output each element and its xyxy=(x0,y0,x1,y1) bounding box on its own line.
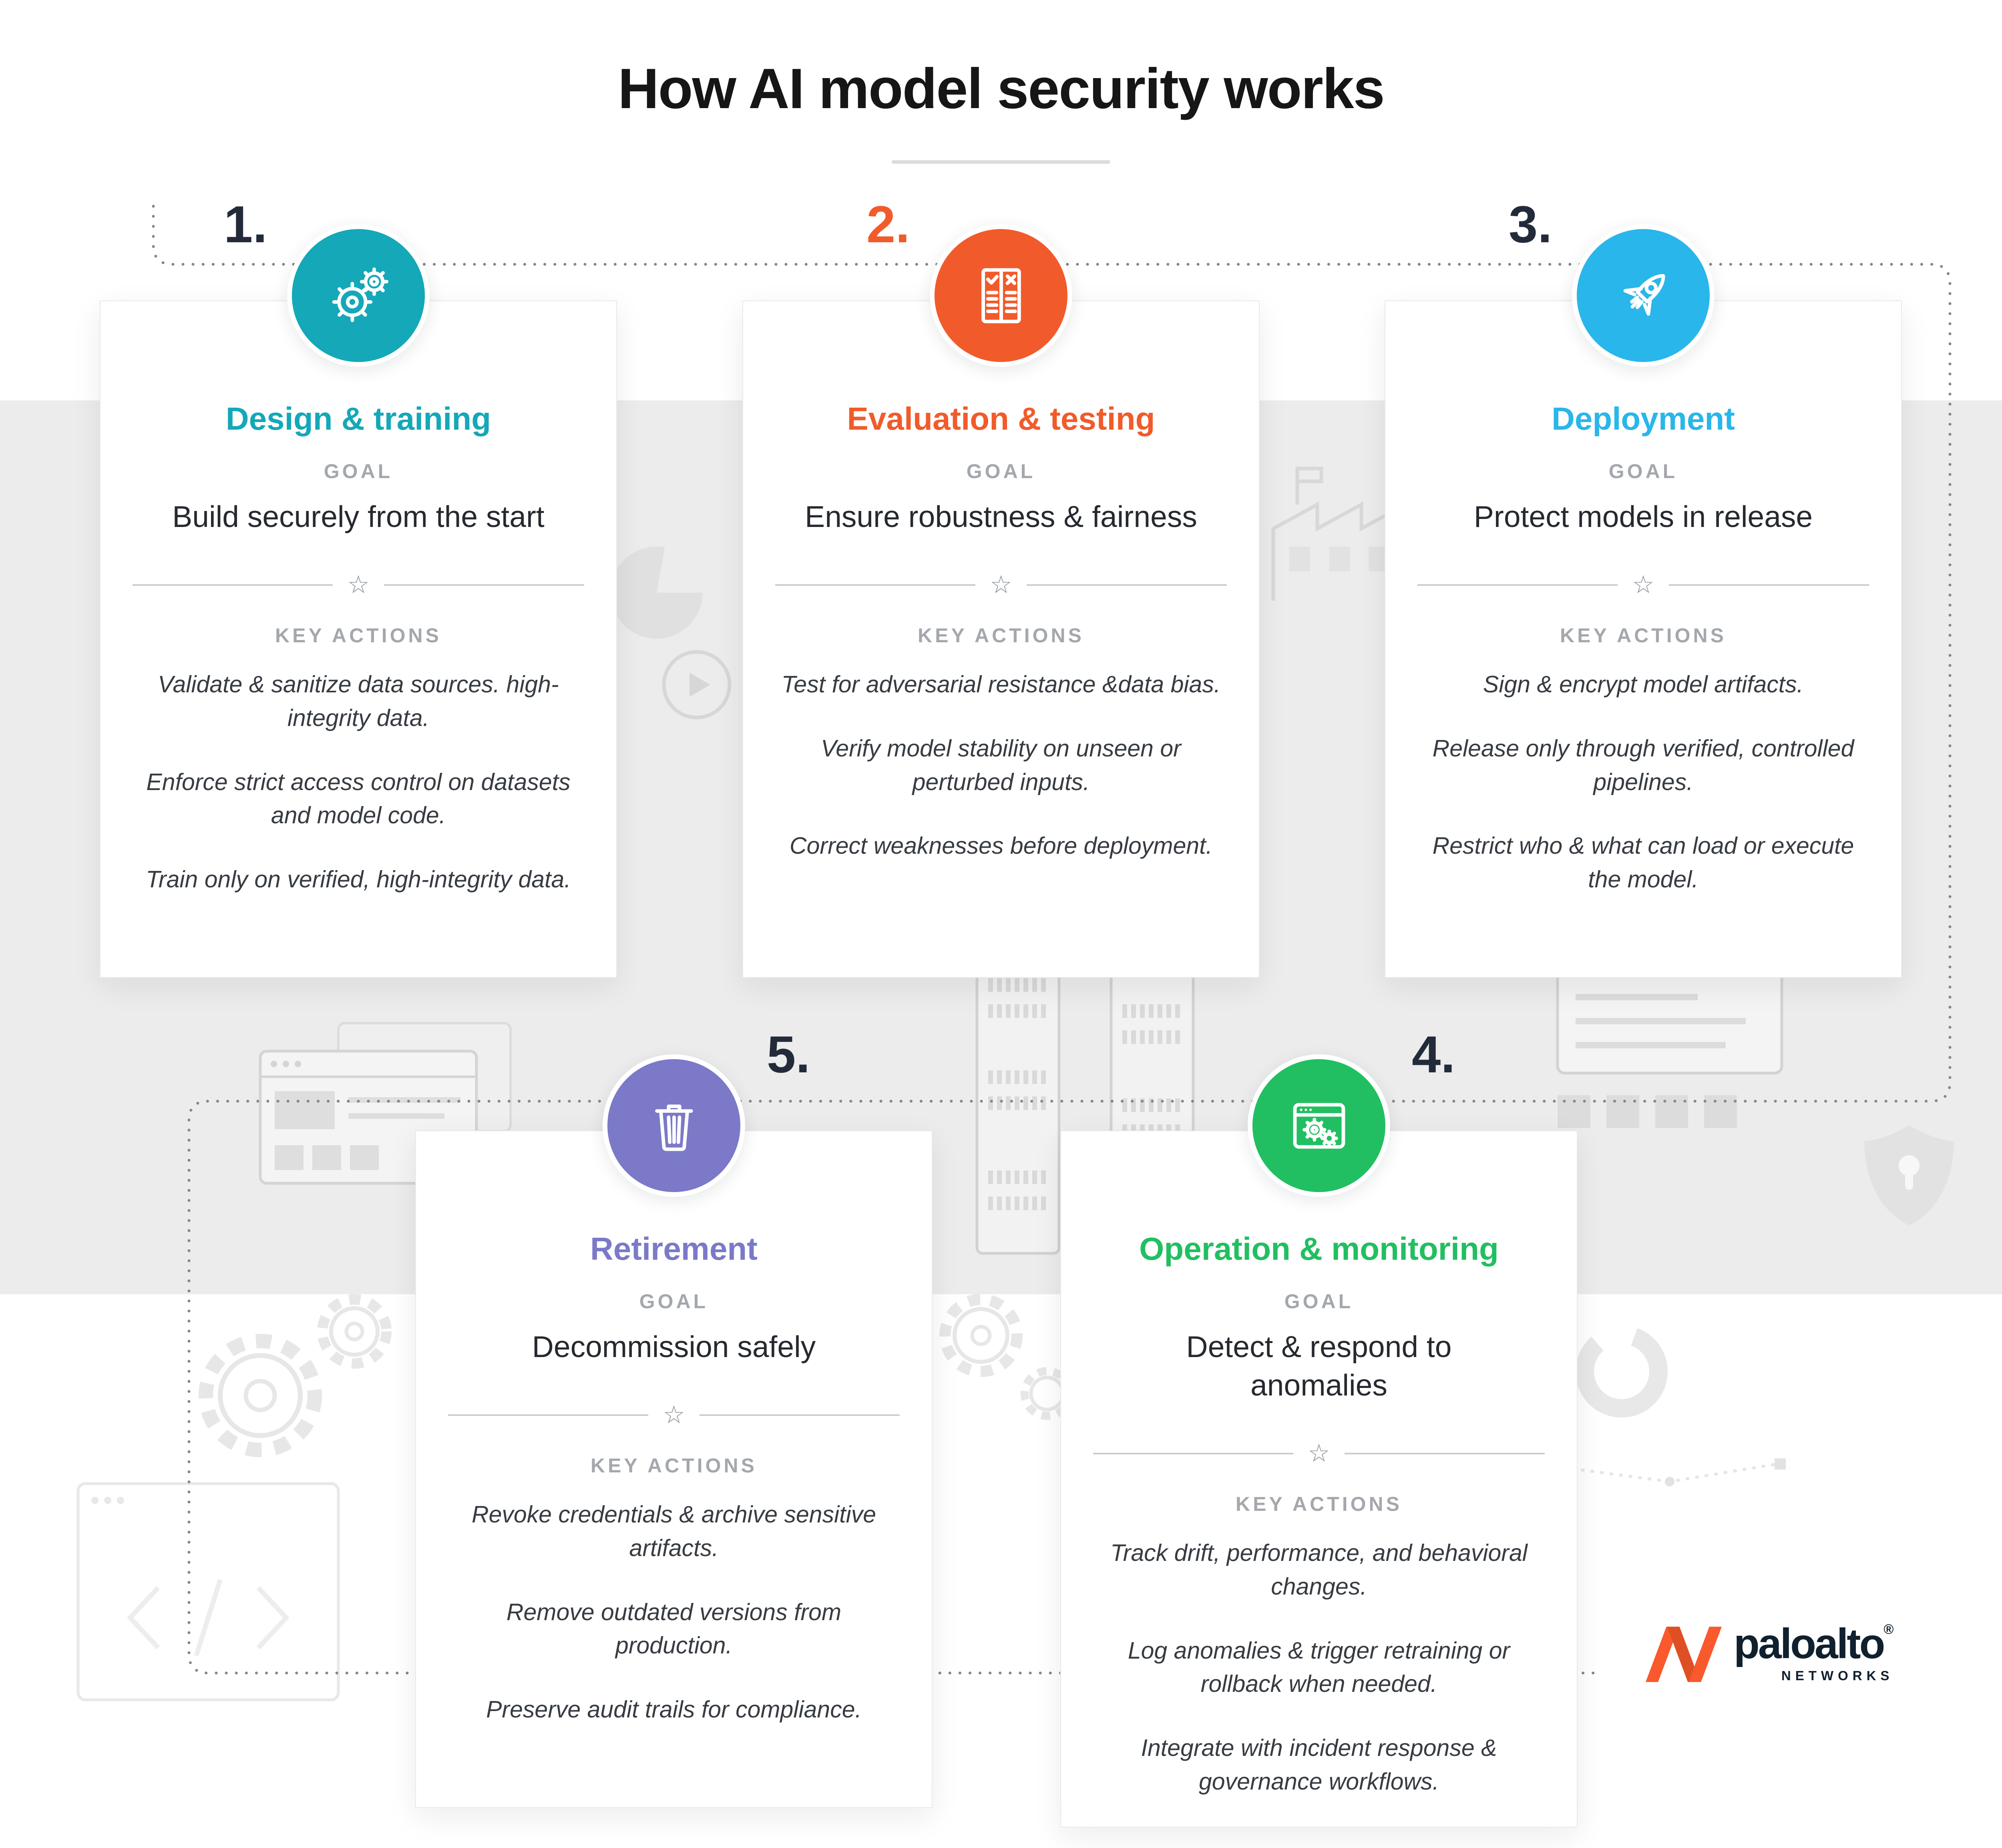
key-actions-list: Test for adversarial resistance &data bi… xyxy=(775,668,1227,863)
pie-chart-icon xyxy=(611,547,703,639)
shield-lock-icon xyxy=(1864,1125,1954,1225)
key-actions-list: Validate & sanitize data sources. high-i… xyxy=(133,668,584,897)
registered-mark: ® xyxy=(1883,1622,1894,1637)
donut-chart-icon xyxy=(1576,1325,1668,1418)
paloalto-logo-mark-icon xyxy=(1646,1627,1722,1682)
divider-line xyxy=(384,584,584,586)
key-action: Sign & encrypt model artifacts. xyxy=(1483,671,1804,698)
divider-line xyxy=(1668,584,1869,586)
divider-line xyxy=(775,584,976,586)
goal-text: Ensure robustness & fairness xyxy=(805,500,1197,533)
divider-line xyxy=(1417,584,1618,586)
star-divider: ☆ xyxy=(775,573,1227,597)
star-divider: ☆ xyxy=(1417,573,1869,597)
key-actions-label: KEY ACTIONS xyxy=(591,1454,757,1477)
paloalto-logo-text: paloalto® NETWORKS xyxy=(1734,1623,1893,1683)
checklist-icon xyxy=(930,224,1072,367)
goal-text: Decommission safely xyxy=(532,1330,816,1363)
star-divider: ☆ xyxy=(448,1403,900,1428)
key-action: Release only through verified, controlle… xyxy=(1432,735,1854,795)
step-title: Retirement xyxy=(590,1231,758,1267)
key-action: Log anomalies & trigger retraining or ro… xyxy=(1128,1637,1510,1697)
step-title: Deployment xyxy=(1552,401,1735,436)
browser-gears-icon xyxy=(1248,1054,1390,1197)
key-action: Test for adversarial resistance &data bi… xyxy=(781,671,1221,698)
key-actions-label: KEY ACTIONS xyxy=(1560,624,1727,647)
divider-line xyxy=(448,1414,649,1416)
divider-line xyxy=(133,584,333,586)
step-card: Deployment GOAL Protect models in releas… xyxy=(1385,300,1902,978)
star-divider: ☆ xyxy=(1093,1441,1545,1466)
step-number: 4. xyxy=(1412,1025,1455,1084)
code-window-icon xyxy=(76,1482,340,1701)
dotted-connector-path xyxy=(152,205,1952,1675)
rocket-icon xyxy=(1572,224,1715,367)
page-title: How AI model security works xyxy=(618,57,1385,121)
step-number: 5. xyxy=(767,1025,810,1084)
step-title: Evaluation & testing xyxy=(847,401,1155,436)
divider-line xyxy=(1026,584,1227,586)
step-design-training: 1. Design & training GOAL Build securely… xyxy=(100,198,617,978)
gear-decoration-icon xyxy=(199,1294,1073,1457)
star-divider: ☆ xyxy=(133,573,584,597)
step-card: Retirement GOAL Decommission safely ☆ KE… xyxy=(415,1130,933,1808)
key-action: Validate & sanitize data sources. high-i… xyxy=(158,671,559,731)
key-actions-label: KEY ACTIONS xyxy=(275,624,442,647)
key-action: Train only on verified, high-integrity d… xyxy=(146,866,571,893)
key-actions-list: Sign & encrypt model artifacts. Release … xyxy=(1417,668,1869,897)
brand-name: paloalto xyxy=(1734,1620,1885,1667)
goal-text: Detect & respond to anomalies xyxy=(1186,1330,1452,1402)
key-actions-list: Revoke credentials & archive sensitive a… xyxy=(448,1498,900,1727)
step-title: Operation & monitoring xyxy=(1139,1231,1499,1267)
trash-icon xyxy=(603,1054,745,1197)
gears-wrench-icon xyxy=(287,224,430,367)
key-action: Integrate with incident response & gover… xyxy=(1141,1735,1497,1795)
goal-label: GOAL xyxy=(966,460,1036,483)
divider-line xyxy=(699,1414,900,1416)
key-actions-label: KEY ACTIONS xyxy=(918,624,1084,647)
divider-line xyxy=(1344,1453,1545,1454)
key-action: Restrict who & what can load or execute … xyxy=(1432,833,1854,893)
goal-label: GOAL xyxy=(1284,1290,1354,1313)
star-icon: ☆ xyxy=(347,571,370,599)
step-deployment: 3. Deployment GOAL Protect models in rel… xyxy=(1385,198,1902,978)
goal-label: GOAL xyxy=(1608,460,1678,483)
key-action: Verify model stability on unseen or pert… xyxy=(821,735,1181,795)
step-title: Design & training xyxy=(225,401,491,436)
brand-subtitle: NETWORKS xyxy=(1781,1668,1894,1683)
step-card: Design & training GOAL Build securely fr… xyxy=(100,300,617,978)
step-number: 2. xyxy=(866,195,910,253)
divider-line xyxy=(1093,1453,1294,1454)
key-action: Preserve audit trails for compliance. xyxy=(486,1696,862,1723)
play-button-icon xyxy=(662,650,732,720)
goal-text: Build securely from the start xyxy=(172,500,545,533)
goal-text: Protect models in release xyxy=(1473,500,1813,533)
step-number: 1. xyxy=(224,195,267,253)
key-action: Enforce strict access control on dataset… xyxy=(146,768,571,829)
star-icon: ☆ xyxy=(1308,1440,1330,1467)
step-card: Operation & monitoring GOAL Detect & res… xyxy=(1060,1130,1578,1828)
star-icon: ☆ xyxy=(990,571,1012,599)
key-action: Revoke credentials & archive sensitive a… xyxy=(471,1501,876,1561)
browser-window-icon xyxy=(259,1022,512,1185)
step-retirement: 5. Retirement GOAL Decommission safely ☆… xyxy=(415,1028,933,1808)
step-operation-monitoring: 4. Operation & monitoring GOAL Detect & … xyxy=(1060,1028,1578,1828)
goal-label: GOAL xyxy=(324,460,393,483)
goal-label: GOAL xyxy=(639,1290,709,1313)
star-icon: ☆ xyxy=(1632,571,1654,599)
bar-chart-window-icon xyxy=(1556,965,1783,1128)
key-action: Correct weaknesses before deployment. xyxy=(790,833,1212,859)
star-icon: ☆ xyxy=(663,1401,685,1429)
paloalto-logo: paloalto® NETWORKS xyxy=(1646,1623,1893,1683)
step-card: Evaluation & testing GOAL Ensure robustn… xyxy=(742,300,1260,978)
key-action: Track drift, performance, and behavioral… xyxy=(1110,1540,1528,1600)
key-actions-label: KEY ACTIONS xyxy=(1236,1493,1402,1515)
server-rack-icon xyxy=(975,943,1195,1255)
step-evaluation-testing: 2. Evaluation & testing GOAL Ensure robu… xyxy=(742,198,1260,978)
key-actions-list: Track drift, performance, and behavioral… xyxy=(1093,1536,1545,1799)
key-action: Remove outdated versions from production… xyxy=(506,1599,842,1659)
title-divider xyxy=(892,160,1110,164)
step-number: 3. xyxy=(1509,195,1552,253)
